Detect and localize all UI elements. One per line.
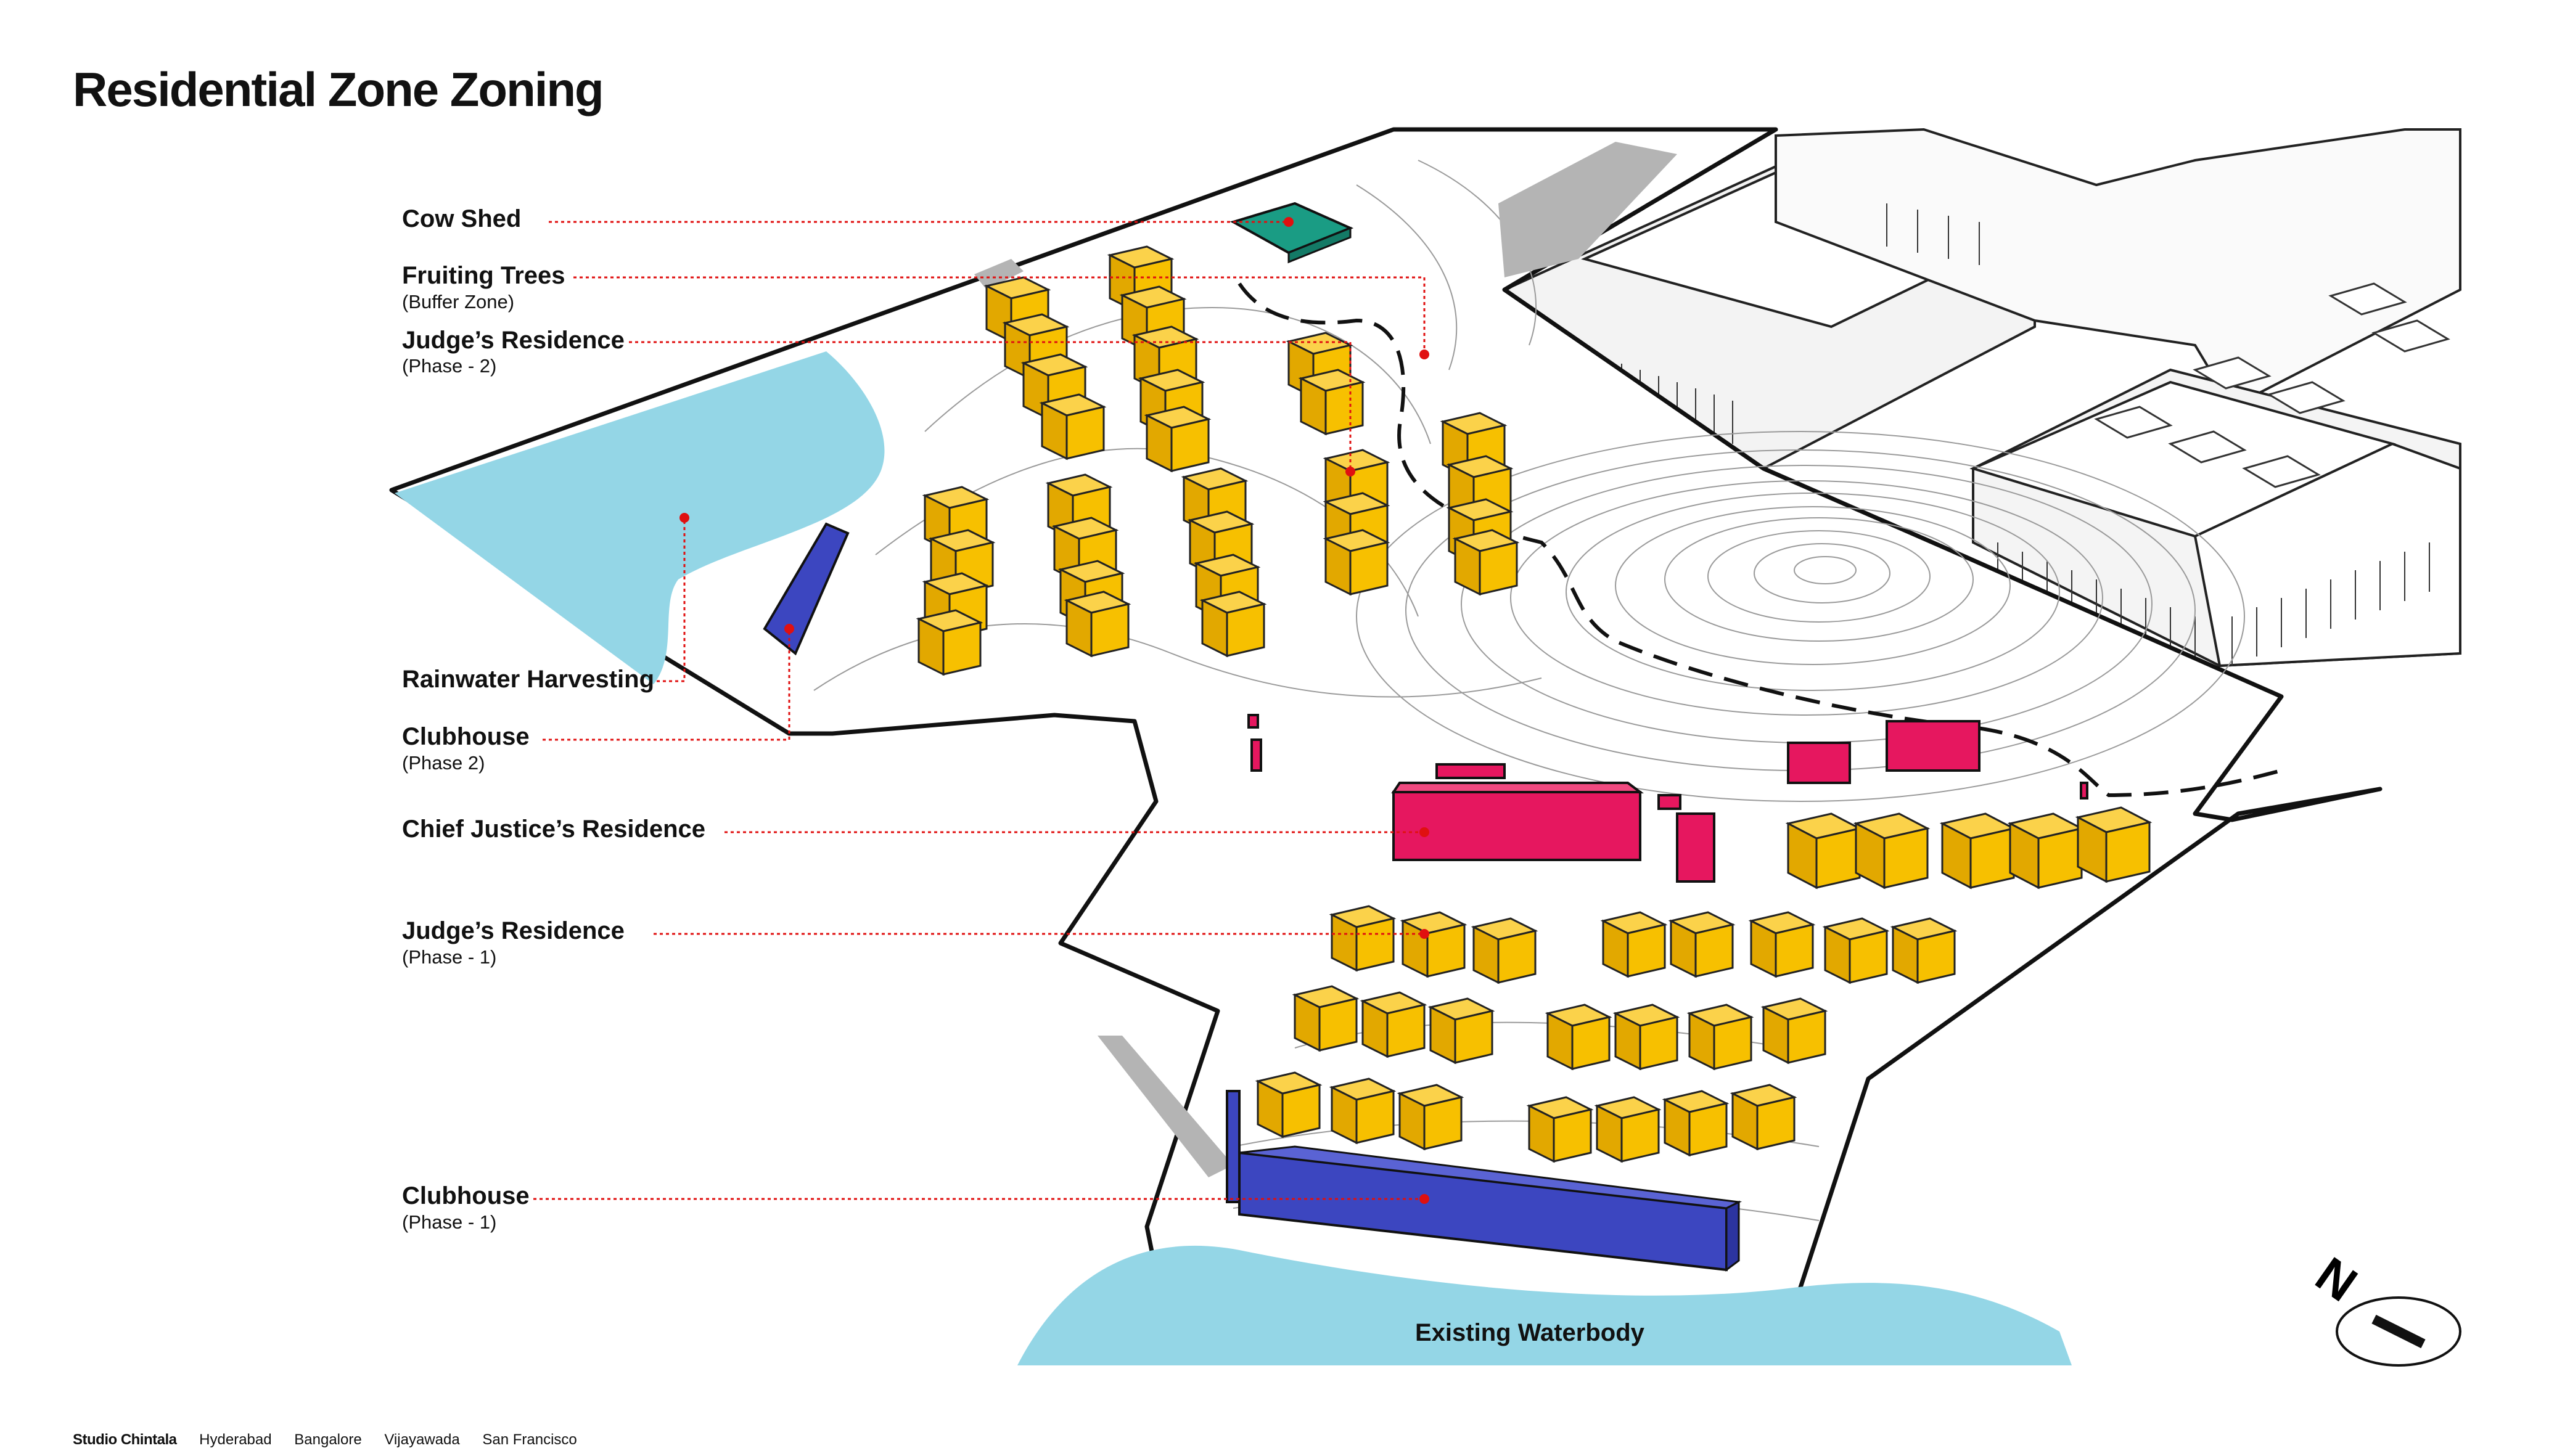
label-clubhouse-phase-1-sub: (Phase - 1) xyxy=(402,1211,497,1233)
label-fruiting-trees: Fruiting Trees xyxy=(402,262,565,289)
footer-city: Hyderabad xyxy=(199,1431,272,1448)
access-roads xyxy=(1238,282,2282,798)
existing-waterbody xyxy=(1017,1245,2072,1365)
footer-city: Bangalore xyxy=(294,1431,362,1448)
building-shadows xyxy=(974,142,1677,1177)
label-judges-residence-phase-2-sub: (Phase - 2) xyxy=(402,355,497,377)
clubhouse-phase-1 xyxy=(1226,1090,1742,1272)
compass-north-letter: N xyxy=(2306,1246,2366,1312)
leader-lines xyxy=(533,221,1426,1200)
label-judges-residence-phase-1-sub: (Phase - 1) xyxy=(402,946,497,968)
label-cow-shed: Cow Shed xyxy=(402,205,522,232)
label-rainwater-harvesting: Rainwater Harvesting xyxy=(402,666,655,693)
label-clubhouse-phase-2-sub: (Phase 2) xyxy=(402,752,485,774)
label-existing-waterbody: Existing Waterbody xyxy=(1415,1319,1644,1346)
footer-city: San Francisco xyxy=(482,1431,577,1448)
footer-city: Vijayawada xyxy=(384,1431,460,1448)
north-compass: N xyxy=(2306,1246,2461,1367)
label-clubhouse-phase-2: Clubhouse xyxy=(402,723,530,750)
label-fruiting-trees-sub: (Buffer Zone) xyxy=(402,291,515,313)
page-title: Residential Zone Zoning xyxy=(73,62,604,117)
label-judges-residence-phase-1: Judge’s Residence xyxy=(402,917,625,944)
label-judges-residence-phase-2: Judge’s Residence xyxy=(402,327,625,354)
site-boundary xyxy=(389,127,2383,1328)
clubhouse-phase-2 xyxy=(763,522,850,656)
footer-brand: Studio Chintala xyxy=(73,1431,177,1448)
footer: Studio Chintala Hyderabad Bangalore Vija… xyxy=(73,1431,596,1449)
label-chief-justice-residence: Chief Justice’s Residence xyxy=(402,816,706,843)
chief-justice-residence xyxy=(1247,714,2088,883)
rainwater-harvesting-pond xyxy=(395,351,885,684)
leader-dots xyxy=(679,217,1429,1204)
cow-shed xyxy=(1229,202,1354,264)
label-clubhouse-phase-1: Clubhouse xyxy=(402,1182,530,1209)
